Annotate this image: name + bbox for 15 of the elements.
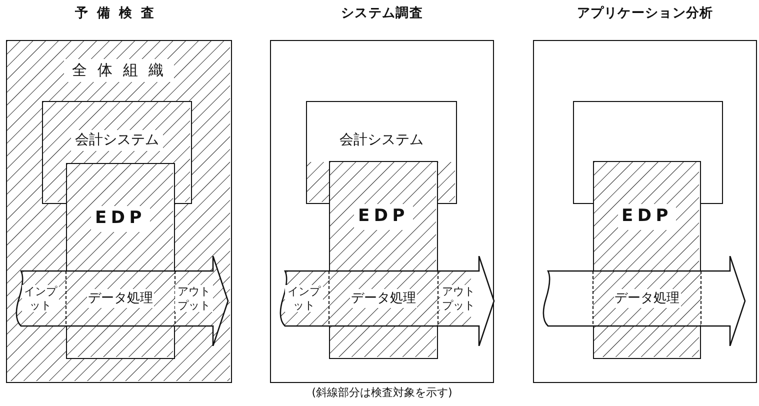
panel-title: システム調査: [341, 4, 423, 23]
box-label: EDP: [91, 206, 150, 232]
panel-title: 予備検査: [74, 5, 164, 23]
box-label: EDP: [354, 204, 413, 230]
panel-heading: 全体組織: [64, 59, 174, 82]
band-label: データ処理: [614, 288, 680, 308]
band-label: インプット: [22, 285, 60, 312]
box-label: EDP: [618, 204, 676, 230]
band-label: データ処理: [350, 288, 417, 308]
panel-title: アプリケーション分析: [576, 4, 714, 23]
box-label: 会計システム: [71, 130, 163, 151]
caption: (斜線部分は検査対象を示す): [312, 385, 452, 401]
band-label: アウトプット: [175, 285, 213, 312]
band-label: データ処理: [87, 288, 154, 308]
band-label: インプット: [285, 285, 323, 312]
